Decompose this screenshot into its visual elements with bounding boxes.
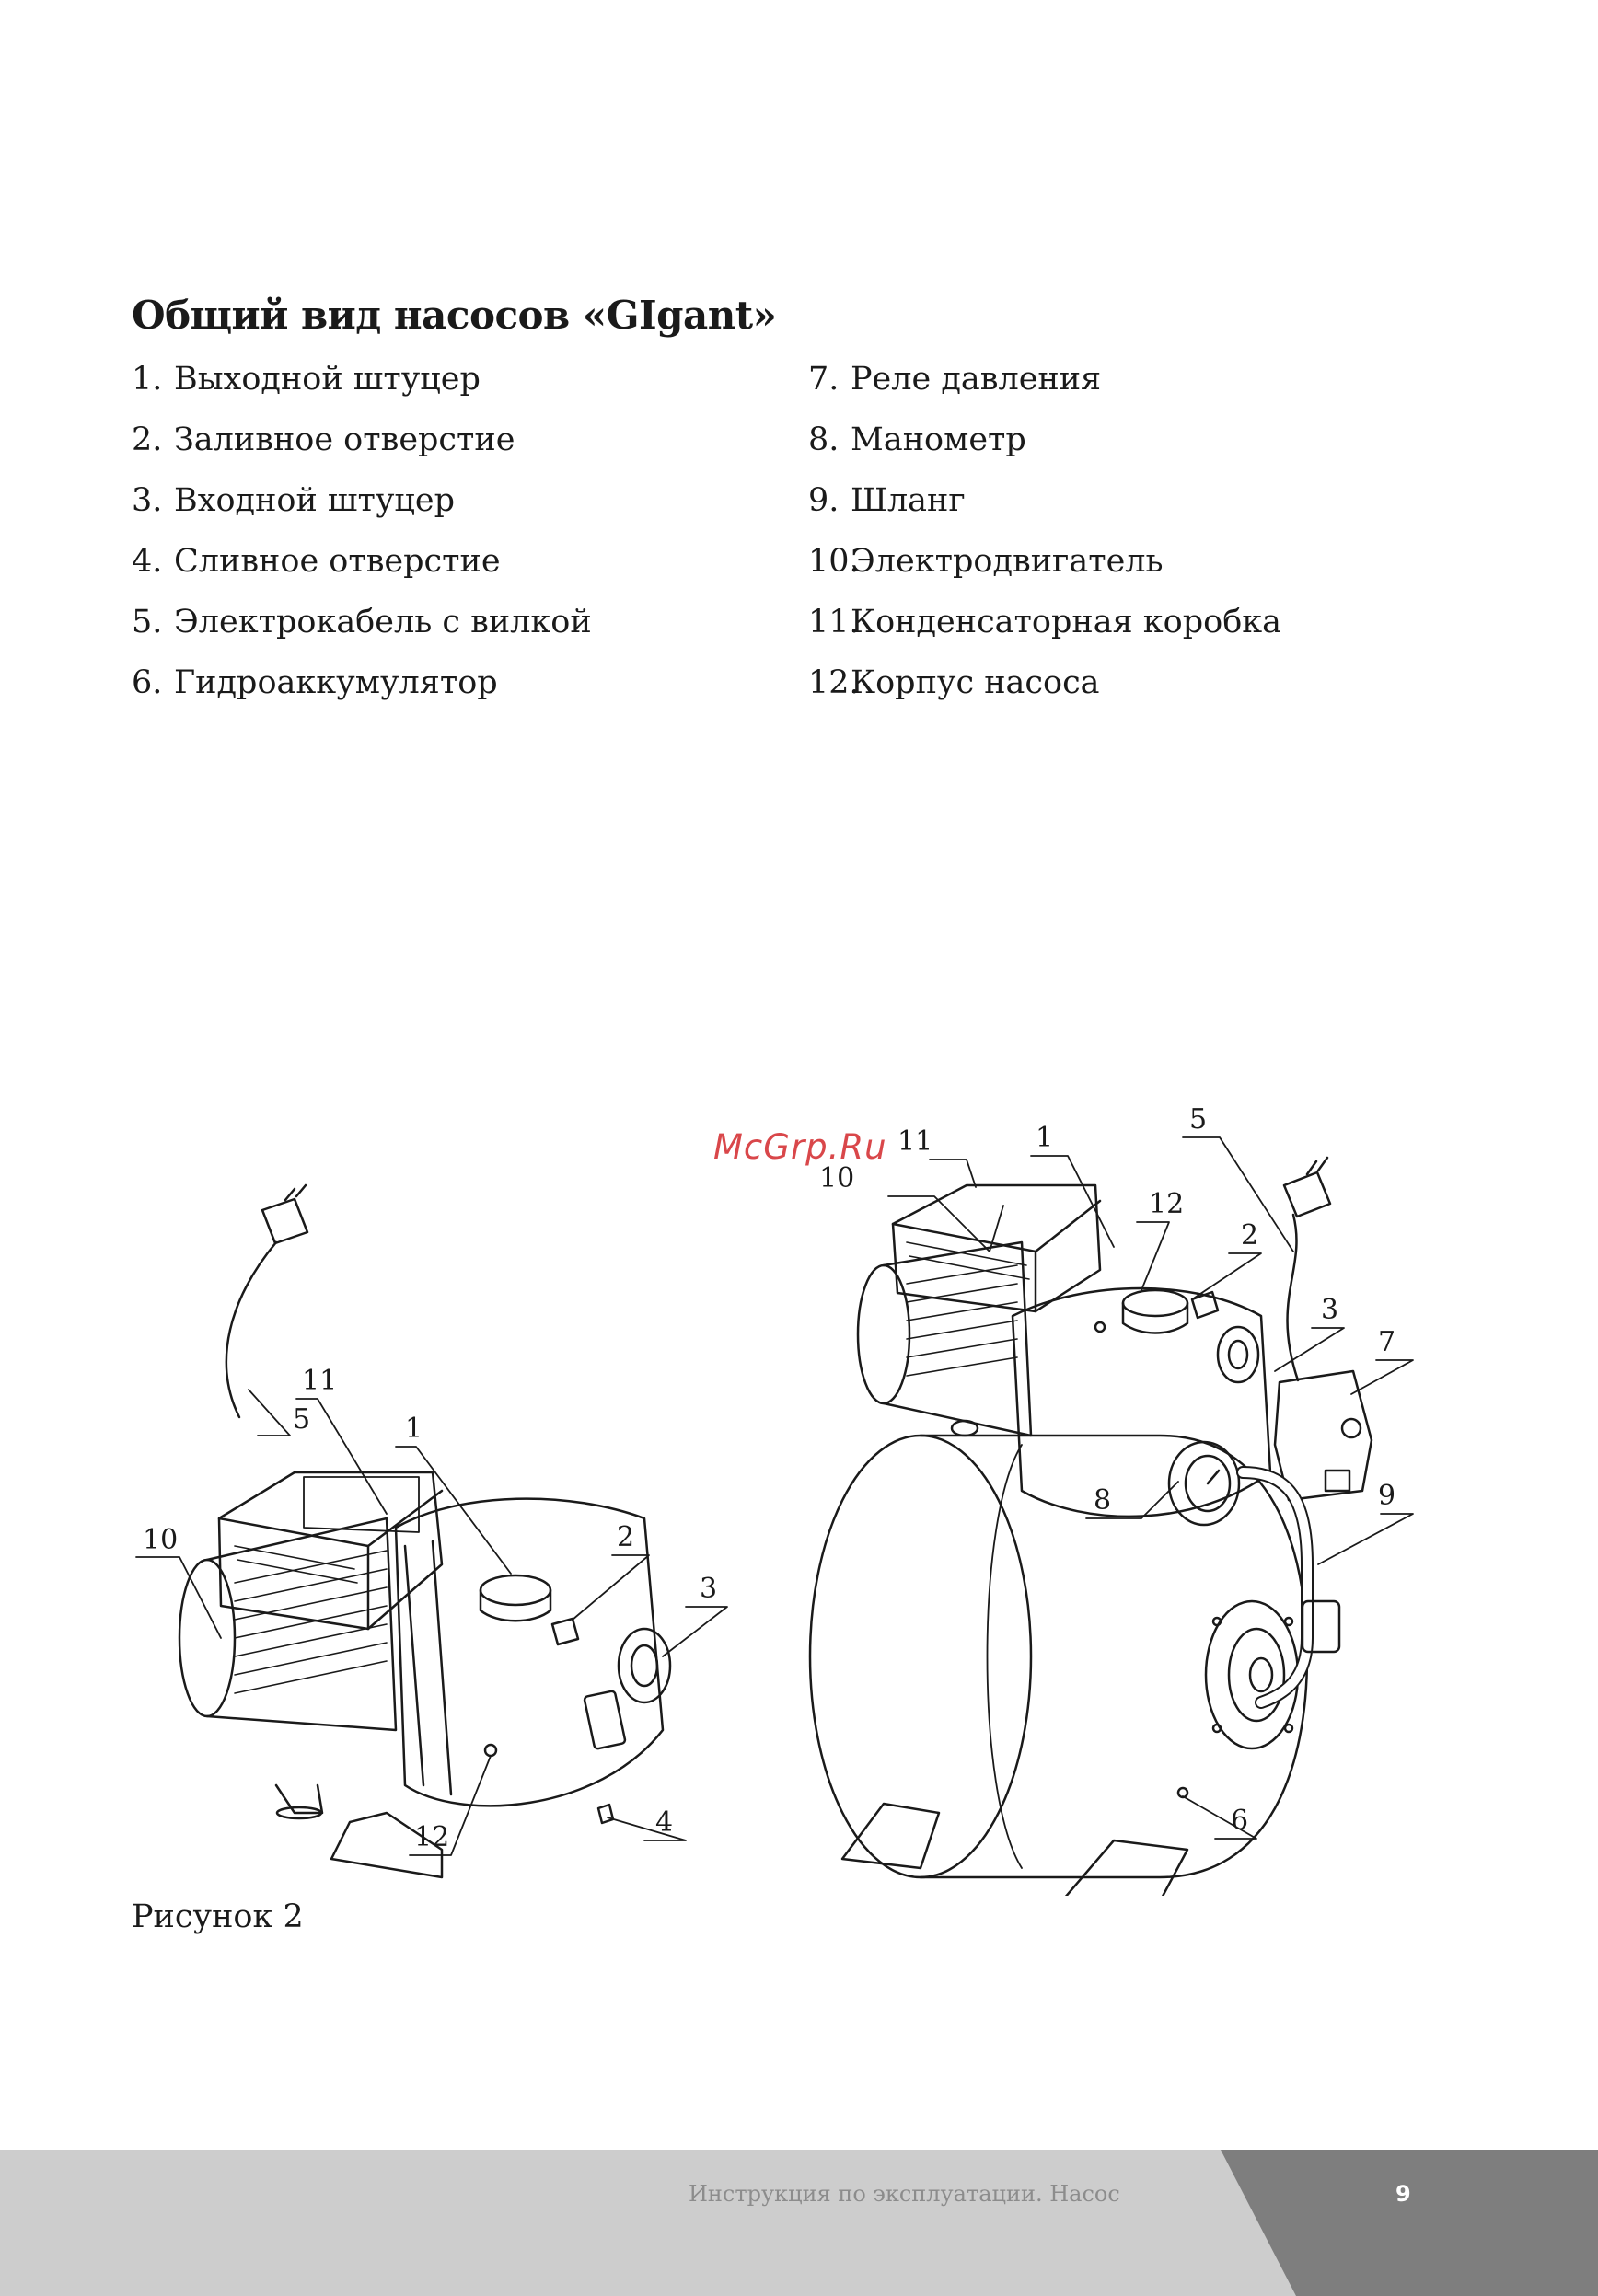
callout-label: 10 (819, 1162, 854, 1194)
right-callout-numbers: 11 1 5 10 12 2 3 7 8 9 6 (819, 1103, 1395, 1837)
item-number: 3. (132, 482, 163, 519)
figure-caption: Рисунок 2 (132, 1898, 304, 1935)
callout-label: 3 (1321, 1294, 1338, 1326)
item-label: Заливное отверстие (174, 421, 515, 458)
pump-figure: 11 1 5 10 2 3 12 4 11 1 5 10 12 2 3 7 8 … (135, 1103, 1414, 1896)
item-label: Корпус насоса (851, 664, 1100, 701)
list-item: 1. Выходной штуцер (132, 361, 592, 421)
item-label: Электрокабель с вилкой (174, 604, 592, 640)
parts-list-right: 7. Реле давления 8. Манометр 9. Шланг 10.Эл… (808, 361, 1281, 725)
section-heading: Общий вид насосов «GIgant» (132, 293, 777, 338)
item-label: Выходной штуцер (174, 361, 481, 398)
item-label: Электродвигатель (851, 543, 1164, 580)
parts-list-left: 1. Выходной штуцер 2. Заливное отверстие 3… (132, 361, 592, 725)
pump-station-drawing (808, 1156, 1373, 1896)
callout-label: 12 (414, 1821, 449, 1853)
callout-label: 8 (1094, 1484, 1111, 1517)
list-item: 7. Реле давления (808, 361, 1281, 421)
item-number: 5. (132, 604, 163, 640)
callout-label: 3 (700, 1573, 717, 1605)
item-label: Гидроаккумулятор (174, 664, 498, 701)
item-number: 6. (132, 664, 163, 701)
callout-label: 4 (655, 1806, 673, 1839)
item-label: Входной штуцер (174, 482, 456, 519)
list-item: 11.Конденсаторная коробка (808, 604, 1281, 664)
footer-page-tab (1221, 2150, 1598, 2296)
watermark: McGrp.Ru (713, 1127, 887, 1167)
callout-label: 1 (1036, 1122, 1053, 1154)
callout-label: 10 (143, 1524, 178, 1556)
item-label: Манометр (851, 421, 1026, 458)
item-label: Сливное отверстие (174, 543, 501, 580)
page-footer: Инструкция по эксплуатации. Насос 9 (0, 2150, 1598, 2296)
list-item: 6. Гидроаккумулятор (132, 664, 592, 725)
right-callout-lines (887, 1136, 1414, 1840)
item-number: 1. (132, 361, 163, 398)
list-item: 5. Электрокабель с вилкой (132, 604, 592, 664)
item-number: 8. (808, 421, 840, 458)
item-number: 7. (808, 361, 840, 398)
list-item: 8. Манометр (808, 421, 1281, 482)
list-item: 2. Заливное отверстие (132, 421, 592, 482)
footer-title: Инструкция по эксплуатации. Насос (689, 2181, 1120, 2207)
list-item: 4. Сливное отверстие (132, 543, 592, 604)
callout-label: 9 (1378, 1480, 1395, 1512)
callout-label: 2 (1241, 1219, 1258, 1252)
callout-label: 1 (405, 1413, 423, 1445)
callout-label: 2 (617, 1521, 634, 1553)
item-label: Реле давления (851, 361, 1102, 398)
item-number: 10. (808, 543, 860, 580)
page-number: 9 (1395, 2181, 1411, 2207)
callout-label: 12 (1149, 1188, 1184, 1220)
surface-pump-drawing (178, 1183, 672, 1879)
list-item: 9. Шланг (808, 482, 1281, 543)
left-callout-lines (135, 1389, 728, 1856)
item-number: 9. (808, 482, 840, 519)
callout-label: 6 (1231, 1805, 1248, 1837)
callout-label: 5 (293, 1403, 310, 1436)
left-callout-numbers: 11 1 5 10 2 3 12 4 (143, 1365, 717, 1853)
callout-label: 5 (1189, 1103, 1207, 1136)
item-number: 4. (132, 543, 163, 580)
callout-label: 11 (897, 1125, 932, 1158)
item-number: 12. (808, 664, 860, 701)
item-label: Конденсаторная коробка (851, 604, 1282, 640)
list-item: 12.Корпус насоса (808, 664, 1281, 725)
callout-label: 11 (302, 1365, 337, 1397)
callout-label: 7 (1378, 1326, 1395, 1358)
item-label: Шланг (851, 482, 966, 519)
item-number: 2. (132, 421, 163, 458)
list-item: 10.Электродвигатель (808, 543, 1281, 604)
list-item: 3. Входной штуцер (132, 482, 592, 543)
item-number: 11. (808, 604, 860, 640)
